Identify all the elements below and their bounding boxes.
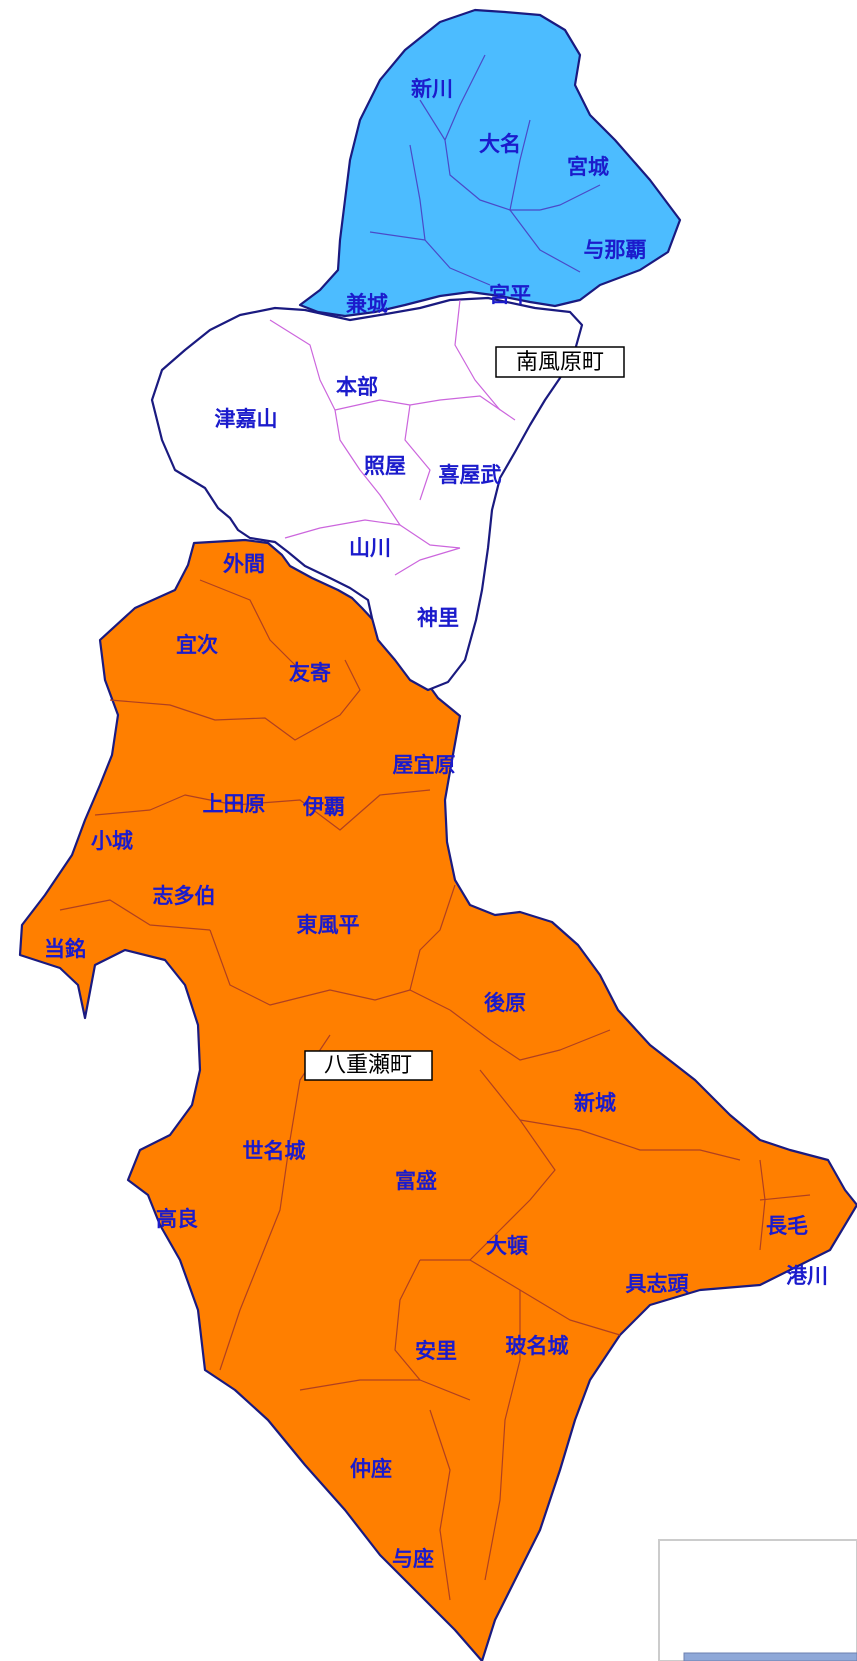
district-label-hokama: 外間: [223, 552, 265, 576]
north-border-line: [539, 184, 601, 211]
south-border-line: [219, 1034, 331, 1371]
south-border-line: [59, 899, 211, 931]
district-label-gunagusuku: 玻名城: [506, 1334, 569, 1358]
south-border-line: [449, 1009, 611, 1061]
legend-swatch: [683, 1652, 857, 1661]
middle-border-line: [394, 547, 461, 576]
district-label-asato: 安里: [415, 1339, 457, 1363]
south-border-line: [109, 659, 361, 741]
district-label-tomimori: 富盛: [395, 1169, 437, 1193]
district-label-oona: 大名: [479, 132, 521, 156]
north-district-borders: [369, 54, 601, 286]
district-label-tomoyose: 友寄: [289, 661, 331, 685]
town-label-box: [495, 346, 625, 378]
south-border-line: [759, 1194, 811, 1201]
south-border-line: [394, 1259, 471, 1401]
district-label-yamagawa: 山川: [349, 536, 391, 560]
south-border-line: [94, 789, 431, 831]
district-label-iha: 伊覇: [302, 795, 345, 819]
middle-district-borders: [269, 299, 516, 576]
district-label-shinjo: 新城: [574, 1091, 616, 1115]
district-label-ootou: 大頓: [486, 1234, 528, 1258]
district-label-nagake: 長毛: [766, 1214, 808, 1238]
town-label-text: 南風原町: [516, 350, 604, 375]
north-border-line: [369, 231, 426, 241]
town-label-box: [304, 1050, 433, 1081]
district-label-kogusuku: 小城: [91, 829, 133, 853]
north-border-line: [509, 119, 581, 273]
district-label-senaha: 世名城: [243, 1139, 306, 1163]
legend-frame: [658, 1539, 857, 1661]
district-label-ueta: 上田原: [203, 792, 266, 816]
district-label-yoza: 与座: [392, 1547, 434, 1571]
middle-border-line: [404, 404, 431, 501]
district-label-kushibaru: 後原: [484, 991, 526, 1015]
south-border-line: [299, 1379, 420, 1391]
district-label-higashikochinda: 東風平: [297, 913, 360, 937]
district-label-tsukazan: 津嘉山: [215, 407, 278, 431]
district-label-gishi: 宜次: [176, 633, 218, 657]
district-label-yonaha: 与那覇: [584, 238, 647, 262]
district-label-arakawa: 新川: [411, 77, 453, 101]
district-label-takara: 高良: [156, 1207, 198, 1231]
district-label-miyahira: 宮平: [489, 283, 531, 307]
north-border-line: [419, 99, 446, 141]
legend-box: [658, 1539, 857, 1661]
district-label-motobu: 本部: [336, 375, 378, 399]
town-label-text: 八重瀬町: [324, 1053, 412, 1078]
south-border-line: [409, 884, 456, 991]
middle-border-line: [454, 299, 501, 411]
yaese-town-region: [18, 538, 857, 1661]
south-border-line: [519, 1119, 741, 1161]
district-label-tome: 当銘: [44, 937, 86, 961]
district-label-kanzato: 神里: [417, 606, 459, 630]
south-border-line: [484, 1290, 521, 1581]
south-border-line: [199, 579, 301, 671]
district-label-minatogawa: 港川: [786, 1264, 828, 1288]
south-border-line: [429, 1409, 451, 1601]
middle-border-line: [334, 395, 516, 421]
middle-border-line: [284, 519, 461, 549]
town-label-minami-kazehara: 南風原町: [495, 346, 625, 378]
south-district-borders: [59, 579, 811, 1601]
district-label-kyan: 喜屋武: [439, 463, 502, 487]
district-label-gushichan: 具志頭: [626, 1272, 690, 1296]
district-label-nakaza: 仲座: [350, 1457, 392, 1481]
middle-border-line: [269, 319, 401, 526]
town-label-yaese: 八重瀬町: [304, 1050, 433, 1081]
yonabaru-town-region: [298, 8, 682, 318]
district-label-teruya: 照屋: [364, 454, 406, 478]
district-label-miyagi: 宮城: [567, 155, 609, 179]
district-label-kanegusuku: 兼城: [346, 292, 388, 316]
south-border-line: [469, 1069, 556, 1261]
district-label-yagibaru: 屋宜原: [393, 753, 456, 777]
district-label-shitahaku: 志多伯: [153, 884, 216, 908]
